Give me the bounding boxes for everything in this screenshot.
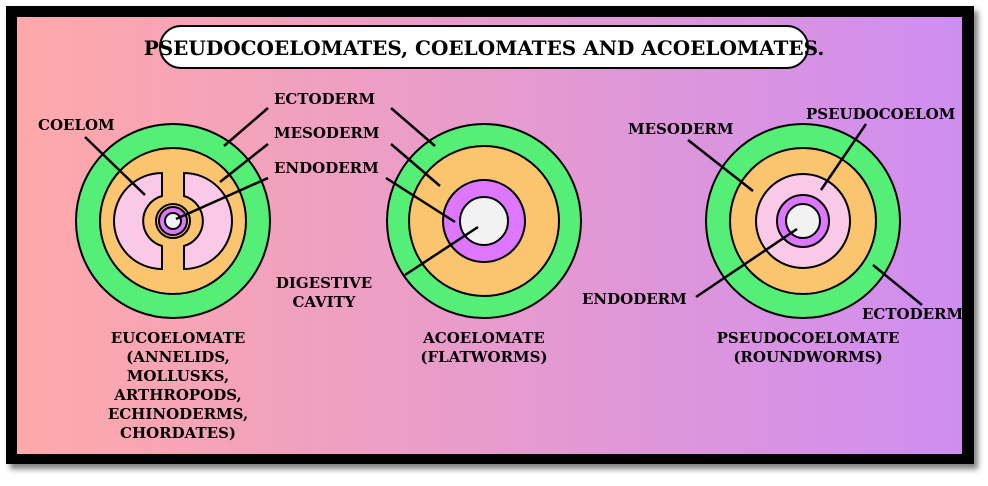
acoelomate-digestive-cavity — [459, 196, 509, 246]
acoelomate-caption-line: (FLATWORMS) — [420, 348, 547, 366]
pseudocoelomate-endoderm-label: ENDODERM — [582, 290, 687, 308]
eucoelomate-caption-line: ECHINODERMS, — [108, 405, 248, 423]
eucoelomate-caption-line: EUCOELOMATE — [111, 329, 246, 347]
eucoelomate-coelom-pointer — [84, 136, 146, 196]
acoelomate-endoderm-pointer — [385, 176, 456, 224]
title-box — [159, 25, 809, 69]
acoelomate-digestive-cavity-label: CAVITY — [292, 293, 355, 311]
pseudocoelomate-endoderm-pointer — [695, 227, 798, 299]
eucoelomate-coelom-left — [113, 171, 163, 271]
pseudocoelomate-ectoderm-pointer — [872, 264, 923, 306]
eucoelomate-coelom-right — [183, 171, 233, 271]
pseudocoelomate-pseudocoelom-pointer — [819, 123, 868, 191]
acoelomate-diagram: DIGESTIVE CAVITY ACOELOMATE (FLATWORMS) — [276, 107, 582, 366]
pseudocoelomate-mesoderm-pointer — [687, 139, 754, 192]
eucoelomate-diagram: COELOM ECTODERM MESODERM ENDODERM EUCOEL… — [38, 90, 379, 442]
pseudocoelomate-ectoderm-label: ECTODERM — [862, 305, 963, 323]
pseudocoelomate-caption-line: PSEUDOCOELOMATE — [717, 329, 900, 347]
eucoelomate-mesoderm-pointer — [219, 143, 269, 183]
pseudocoelomate-mesoderm-label: MESODERM — [628, 120, 733, 138]
pseudocoelomate-caption-line: (ROUNDWORMS) — [733, 348, 882, 366]
eucoelomate-ectoderm-pointer — [223, 107, 269, 147]
eucoelomate-caption-line: CHORDATES) — [120, 424, 236, 442]
eucoelomate-digestive-cavity — [164, 212, 182, 230]
pseudocoelomate-pseudocoelom-label: PSEUDOCOELOM — [806, 105, 955, 123]
eucoelomate-ectoderm-label: ECTODERM — [274, 90, 375, 108]
eucoelomate-endoderm-pointer — [175, 176, 269, 221]
eucoelomate-caption-line: MOLLUSKS, — [127, 367, 229, 385]
title: PSEUDOCOELOMATES, COELOMATES AND ACOELOM… — [144, 36, 825, 60]
eucoelomate-coelom-label: COELOM — [38, 116, 115, 134]
eucoelomate-caption-line: (ANNELIDS, — [126, 348, 230, 366]
acoelomate-digestive-cavity-pointer — [404, 225, 479, 277]
acoelomate-ectoderm-pointer — [390, 107, 436, 147]
eucoelomate-mesoderm-label: MESODERM — [274, 124, 379, 142]
eucoelomate-caption-line: ARTHROPODS, — [113, 386, 242, 404]
acoelomate-digestive-cavity-label: DIGESTIVE — [276, 274, 372, 292]
acoelomate-mesoderm-pointer — [390, 143, 441, 187]
pseudocoelomate-diagram: MESODERM PSEUDOCOELOM ENDODERM ECTODERM … — [582, 105, 963, 366]
eucoelomate-endoderm-label: ENDODERM — [274, 159, 379, 177]
acoelomate-caption-line: ACOELOMATE — [422, 329, 545, 347]
